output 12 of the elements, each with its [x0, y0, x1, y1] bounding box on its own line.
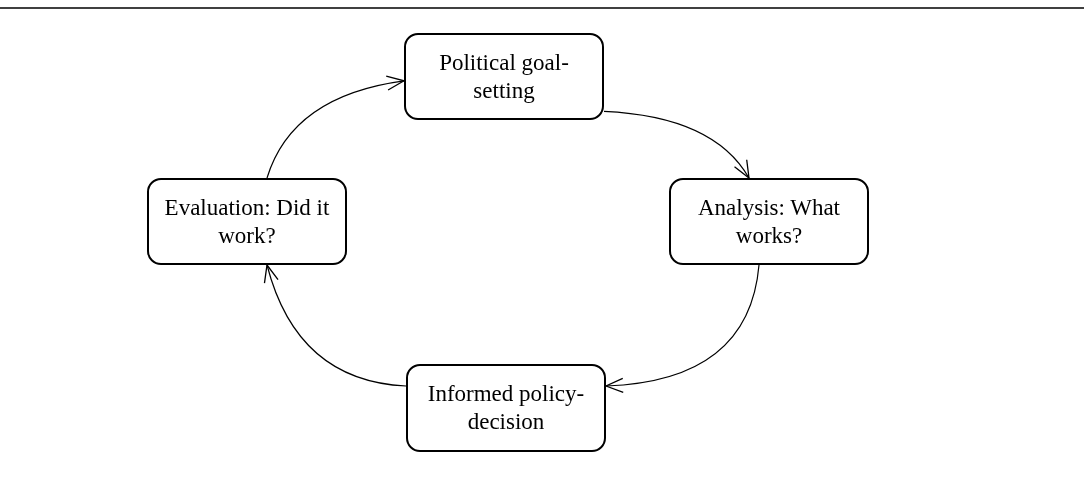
box-label: Political goal-setting [438, 48, 570, 105]
curved-arrow [603, 110, 750, 179]
process-box [406, 364, 606, 452]
curved-arrow [266, 76, 405, 179]
box-label: Informed policy-decision [426, 380, 586, 436]
process-box [404, 33, 604, 120]
process-box [669, 178, 869, 265]
curved-arrow [605, 264, 760, 393]
process-box [147, 178, 347, 265]
curved-arrow [264, 264, 407, 387]
box-label: Analysis: What works? [696, 193, 841, 250]
box-label: Evaluation: Did it work? [163, 193, 331, 250]
